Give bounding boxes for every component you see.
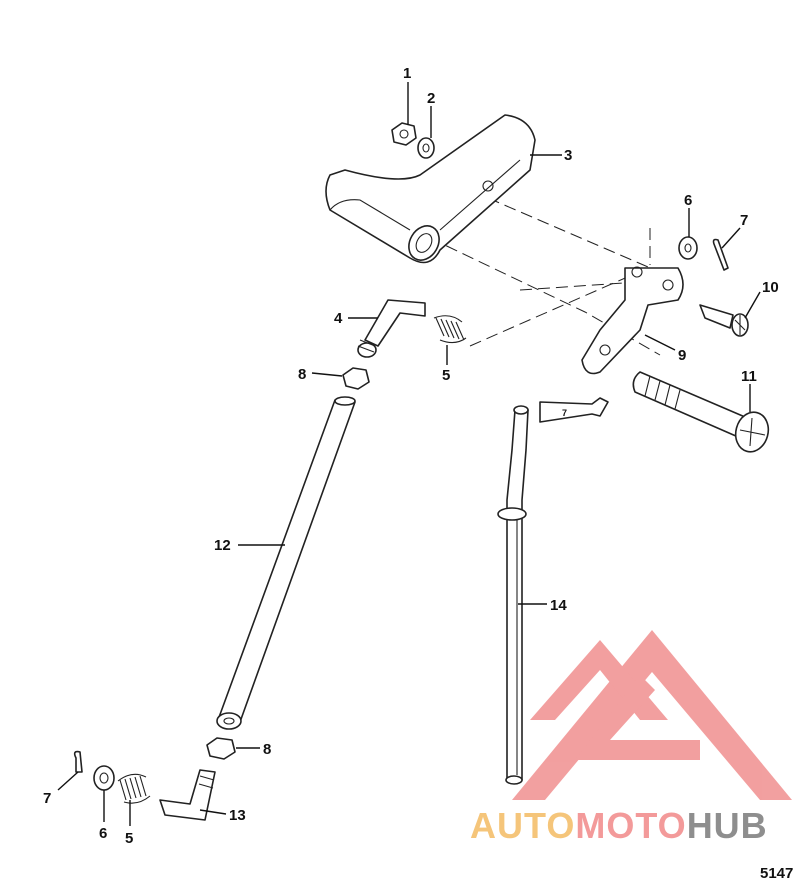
spring-part: [117, 773, 151, 804]
watermark-auto: AUTO: [470, 805, 575, 846]
callout-2: 2: [427, 90, 435, 107]
sealant-tube-part: 7: [539, 397, 609, 423]
callout-14: 14: [550, 597, 567, 614]
callout-7: 7: [740, 212, 748, 229]
callouts: 1 2 3 6 7 10 4 9 8 5 11 12 14 8 7 6 5 13: [43, 65, 779, 847]
callout-4: 4: [334, 310, 343, 327]
lever-arm-part: [325, 114, 536, 264]
callout-10: 10: [762, 279, 779, 296]
alignment-line: [487, 197, 656, 271]
cotter-pin-part: [712, 238, 729, 271]
alignment-line: [519, 279, 669, 291]
bolt-part: [632, 371, 770, 453]
washer-part: [417, 137, 435, 159]
watermark-hub: HUB: [687, 805, 768, 846]
callout-5: 5: [442, 367, 450, 384]
washer-part: [678, 236, 698, 260]
callout-8-lower: 8: [263, 741, 271, 758]
callout-5-lower: 5: [125, 830, 133, 847]
screw-part: [699, 304, 749, 337]
spring-part: [433, 315, 467, 344]
leader-lines: [57, 82, 761, 826]
long-rod-part: [216, 396, 356, 730]
watermark-moto: MOTO: [575, 805, 686, 846]
upper-link-part: [357, 299, 426, 358]
nut-part: [206, 737, 236, 760]
figure-number: 5147: [760, 865, 793, 882]
callout-9: 9: [678, 347, 686, 364]
nut-part: [342, 367, 370, 390]
callout-13: 13: [229, 807, 246, 824]
callout-11: 11: [741, 368, 757, 385]
cotter-pin-part: [73, 750, 83, 773]
callout-8: 8: [298, 366, 306, 383]
callout-12: 12: [214, 537, 231, 554]
vertical-rod-part: [497, 405, 529, 785]
sealant-tube-label: 7: [562, 408, 567, 418]
bracket-plate-part: [581, 266, 684, 375]
callout-6-lower: 6: [99, 825, 107, 842]
watermark-logo-icon: [512, 630, 792, 800]
alignment-line: [429, 237, 661, 356]
alignment-line: [469, 267, 649, 347]
washer-part: [93, 765, 115, 791]
callout-1: 1: [403, 65, 411, 82]
callout-7-lower: 7: [43, 790, 51, 807]
callout-3: 3: [564, 147, 572, 164]
nut-part: [391, 122, 417, 146]
watermark-text: AUTOMOTOHUB: [470, 805, 768, 846]
lower-link-part: [159, 769, 216, 821]
callout-6: 6: [684, 192, 692, 209]
